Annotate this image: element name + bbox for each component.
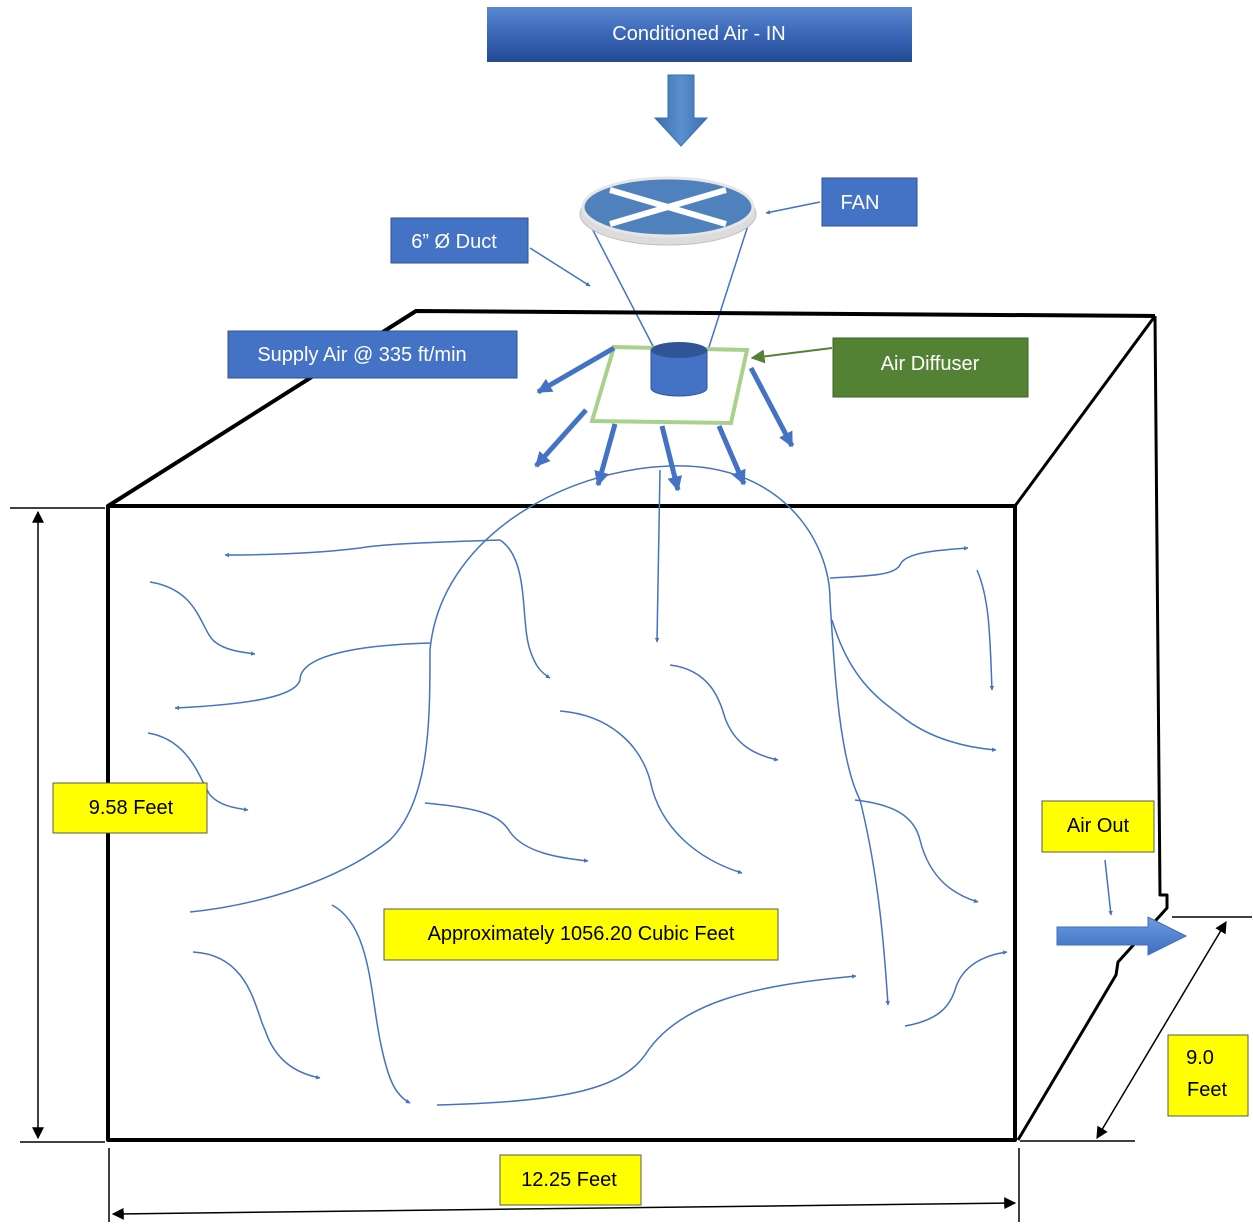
height-dimension: [10, 507, 105, 1143]
fan-pointer: [765, 201, 821, 215]
height-label: 9.58 Feet: [89, 797, 174, 819]
volume-label: Approximately 1056.20 Cubic Feet: [428, 923, 735, 945]
air-out-label-box: Air Out: [1041, 800, 1155, 853]
conditioned-air-in-banner: Conditioned Air - IN: [487, 7, 912, 62]
conditioned-air-in-label: Conditioned Air - IN: [612, 23, 785, 45]
depth-label-box: 9.0 Feet: [1167, 1034, 1249, 1117]
fan-label-box: FAN: [821, 177, 918, 227]
depth-dimension: [1020, 916, 1252, 1142]
duct-collar: [650, 342, 708, 397]
air-out-pointer: [1104, 859, 1113, 916]
height-label-box: 9.58 Feet: [52, 782, 208, 834]
depth-unit-label: Feet: [1187, 1079, 1227, 1101]
air-diffuser-pointer: [750, 347, 833, 364]
room-box: [106, 309, 1169, 1142]
fan-icon: [579, 176, 757, 246]
volume-label-box: Approximately 1056.20 Cubic Feet: [383, 908, 779, 961]
duct-cone: [583, 212, 753, 351]
air-out-arrow-icon: [1056, 916, 1188, 956]
width-label: 12.25 Feet: [521, 1169, 617, 1191]
duct-label: 6” Ø Duct: [411, 231, 497, 253]
duct-label-box: 6” Ø Duct: [390, 217, 529, 264]
supply-air-label: Supply Air @ 335 ft/min: [257, 344, 466, 366]
duct-pointer: [529, 247, 591, 287]
fan-label: FAN: [841, 192, 880, 214]
air-diffuser-label: Air Diffuser: [881, 353, 980, 375]
airflow-streamlines: [147, 465, 1008, 1106]
width-label-box: 12.25 Feet: [499, 1154, 642, 1206]
supply-air-label-box: Supply Air @ 335 ft/min: [227, 330, 518, 379]
air-out-label: Air Out: [1067, 815, 1130, 837]
width-dimension: [108, 1148, 1020, 1222]
depth-value-label: 9.0: [1186, 1047, 1214, 1069]
supply-air-arrows: [534, 345, 795, 492]
air-diffuser-label-box: Air Diffuser: [832, 337, 1029, 398]
air-in-down-arrow-icon: [653, 74, 709, 147]
